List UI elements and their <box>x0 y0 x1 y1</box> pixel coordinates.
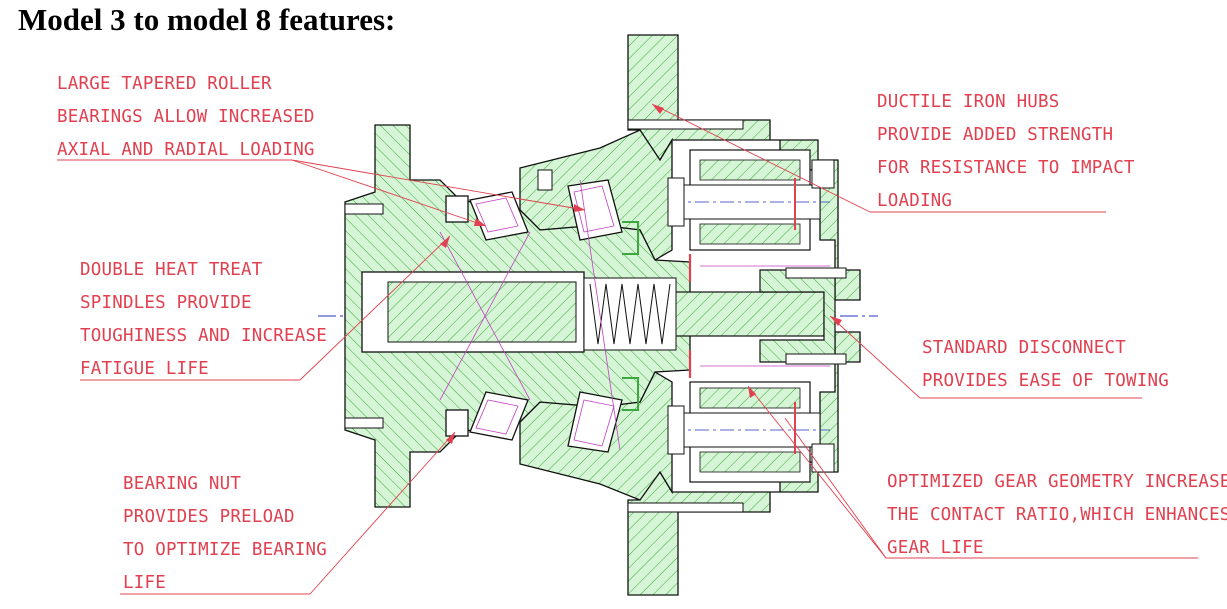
callout-line: AXIAL AND RADIAL LOADING <box>57 140 315 160</box>
callout-line: LARGE TAPERED ROLLER <box>57 74 272 94</box>
tapered-bearing-inner-bottom <box>469 391 529 441</box>
callout-line: STANDARD DISCONNECT <box>922 338 1126 358</box>
retainer-clip-bottom <box>622 377 639 411</box>
callout-line: OPTIMIZED GEAR GEOMETRY INCREASES <box>887 472 1227 492</box>
retainer-clip-top <box>622 221 639 255</box>
callout-line: SPINDLES PROVIDE <box>80 293 252 313</box>
callout-line: FOR RESISTANCE TO IMPACT <box>877 158 1135 178</box>
page-title: Model 3 to model 8 features: <box>18 2 396 37</box>
bolts <box>344 119 847 513</box>
construction-lines <box>439 179 830 451</box>
callout-heat-treat-spindles: DOUBLE HEAT TREAT SPINDLES PROVIDE TOUGH… <box>80 254 327 386</box>
callout-line: TO OPTIMIZE BEARING <box>123 540 327 560</box>
tapered-bearing-inner-top <box>469 191 529 241</box>
callout-line: LOADING <box>877 191 953 211</box>
tapered-bearing-outer-bottom <box>567 391 623 453</box>
callout-line: TOUGHINESS AND INCREASE <box>80 326 327 346</box>
callout-line: THE CONTACT RATIO,WHICH ENHANCES <box>887 505 1227 525</box>
leader-arrows <box>440 104 842 444</box>
callout-ductile-iron-hubs: DUCTILE IRON HUBS PROVIDE ADDED STRENGTH… <box>877 86 1135 218</box>
callout-line: BEARINGS ALLOW INCREASED <box>57 107 315 127</box>
input-shaft <box>387 281 577 343</box>
callout-line: PROVIDES PRELOAD <box>123 507 295 527</box>
callout-optimized-gear-geometry: OPTIMIZED GEAR GEOMETRY INCREASES THE CO… <box>887 466 1227 565</box>
planet-gear-top <box>667 149 830 251</box>
leader-lines <box>57 103 1198 595</box>
callout-line: LIFE <box>123 573 166 593</box>
disconnect-cap <box>759 269 836 363</box>
callout-line: BEARING NUT <box>123 474 242 494</box>
planet-gear-bottom <box>667 381 830 483</box>
callout-bearing-nut: BEARING NUT PROVIDES PRELOAD TO OPTIMIZE… <box>123 468 327 600</box>
callout-standard-disconnect: STANDARD DISCONNECT PROVIDES EASE OF TOW… <box>922 332 1169 398</box>
disconnect-spring <box>583 277 677 351</box>
callout-line: PROVIDE ADDED STRENGTH <box>877 125 1114 145</box>
seal-top <box>445 195 469 223</box>
callout-tapered-roller-bearings: LARGE TAPERED ROLLER BEARINGS ALLOW INCR… <box>57 68 315 167</box>
callout-line: PROVIDES EASE OF TOWING <box>922 371 1169 391</box>
callout-line: DOUBLE HEAT TREAT <box>80 260 263 280</box>
seal-bottom <box>445 409 469 437</box>
callout-line: DUCTILE IRON HUBS <box>877 92 1060 112</box>
callout-line: FATIGUE LIFE <box>80 359 209 379</box>
callout-line: GEAR LIFE <box>887 538 984 558</box>
tapered-bearing-outer-top <box>567 179 623 241</box>
